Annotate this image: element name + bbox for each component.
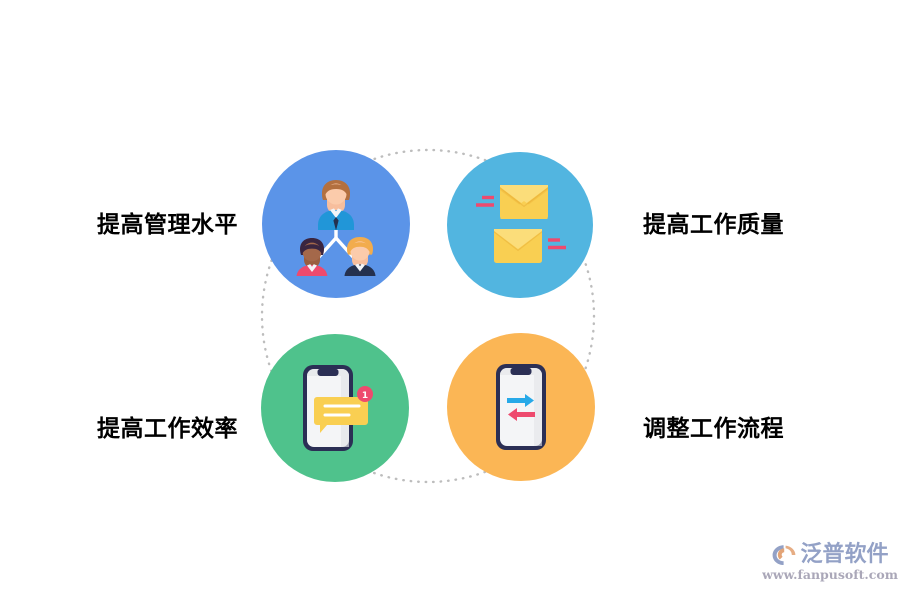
notification-badge: 1 [357, 386, 373, 402]
person-top [318, 180, 354, 231]
phone-chat-notification-icon: 1 [303, 365, 373, 451]
phone-exchange-arrows-icon [496, 364, 546, 450]
node-improve-management[interactable] [262, 150, 410, 298]
envelope-lower [494, 229, 542, 263]
watermark-url: www.fanpusoft.com [762, 566, 898, 582]
watermark-brand-text: 泛普软件 [800, 541, 889, 567]
chat-bubble-icon [314, 397, 368, 433]
watermark: 泛普软件 www.fanpusoft.com [762, 536, 898, 588]
arrow-left-icon [508, 408, 535, 421]
svg-text:1: 1 [362, 391, 368, 401]
speed-lines-upper [476, 195, 494, 207]
label-improve-efficiency: 提高工作效率 [97, 416, 238, 442]
fanpusoft-logo-icon [773, 544, 796, 565]
person-bottom-right [344, 237, 376, 276]
envelopes-icon [476, 185, 566, 263]
person-bottom-left [296, 238, 328, 276]
speed-lines-lower [548, 238, 566, 250]
label-improve-management: 提高管理水平 [97, 212, 238, 238]
node-adjust-workflow[interactable] [447, 333, 595, 481]
node-improve-quality[interactable] [447, 152, 593, 298]
people-org-chart-icon [296, 180, 376, 276]
envelope-upper [500, 185, 548, 219]
watermark-brand-row: 泛普软件 [771, 541, 889, 567]
arrow-right-icon [507, 394, 534, 407]
node-improve-efficiency[interactable]: 1 [261, 334, 409, 482]
label-adjust-workflow: 调整工作流程 [643, 416, 784, 442]
label-improve-quality: 提高工作质量 [643, 212, 784, 238]
